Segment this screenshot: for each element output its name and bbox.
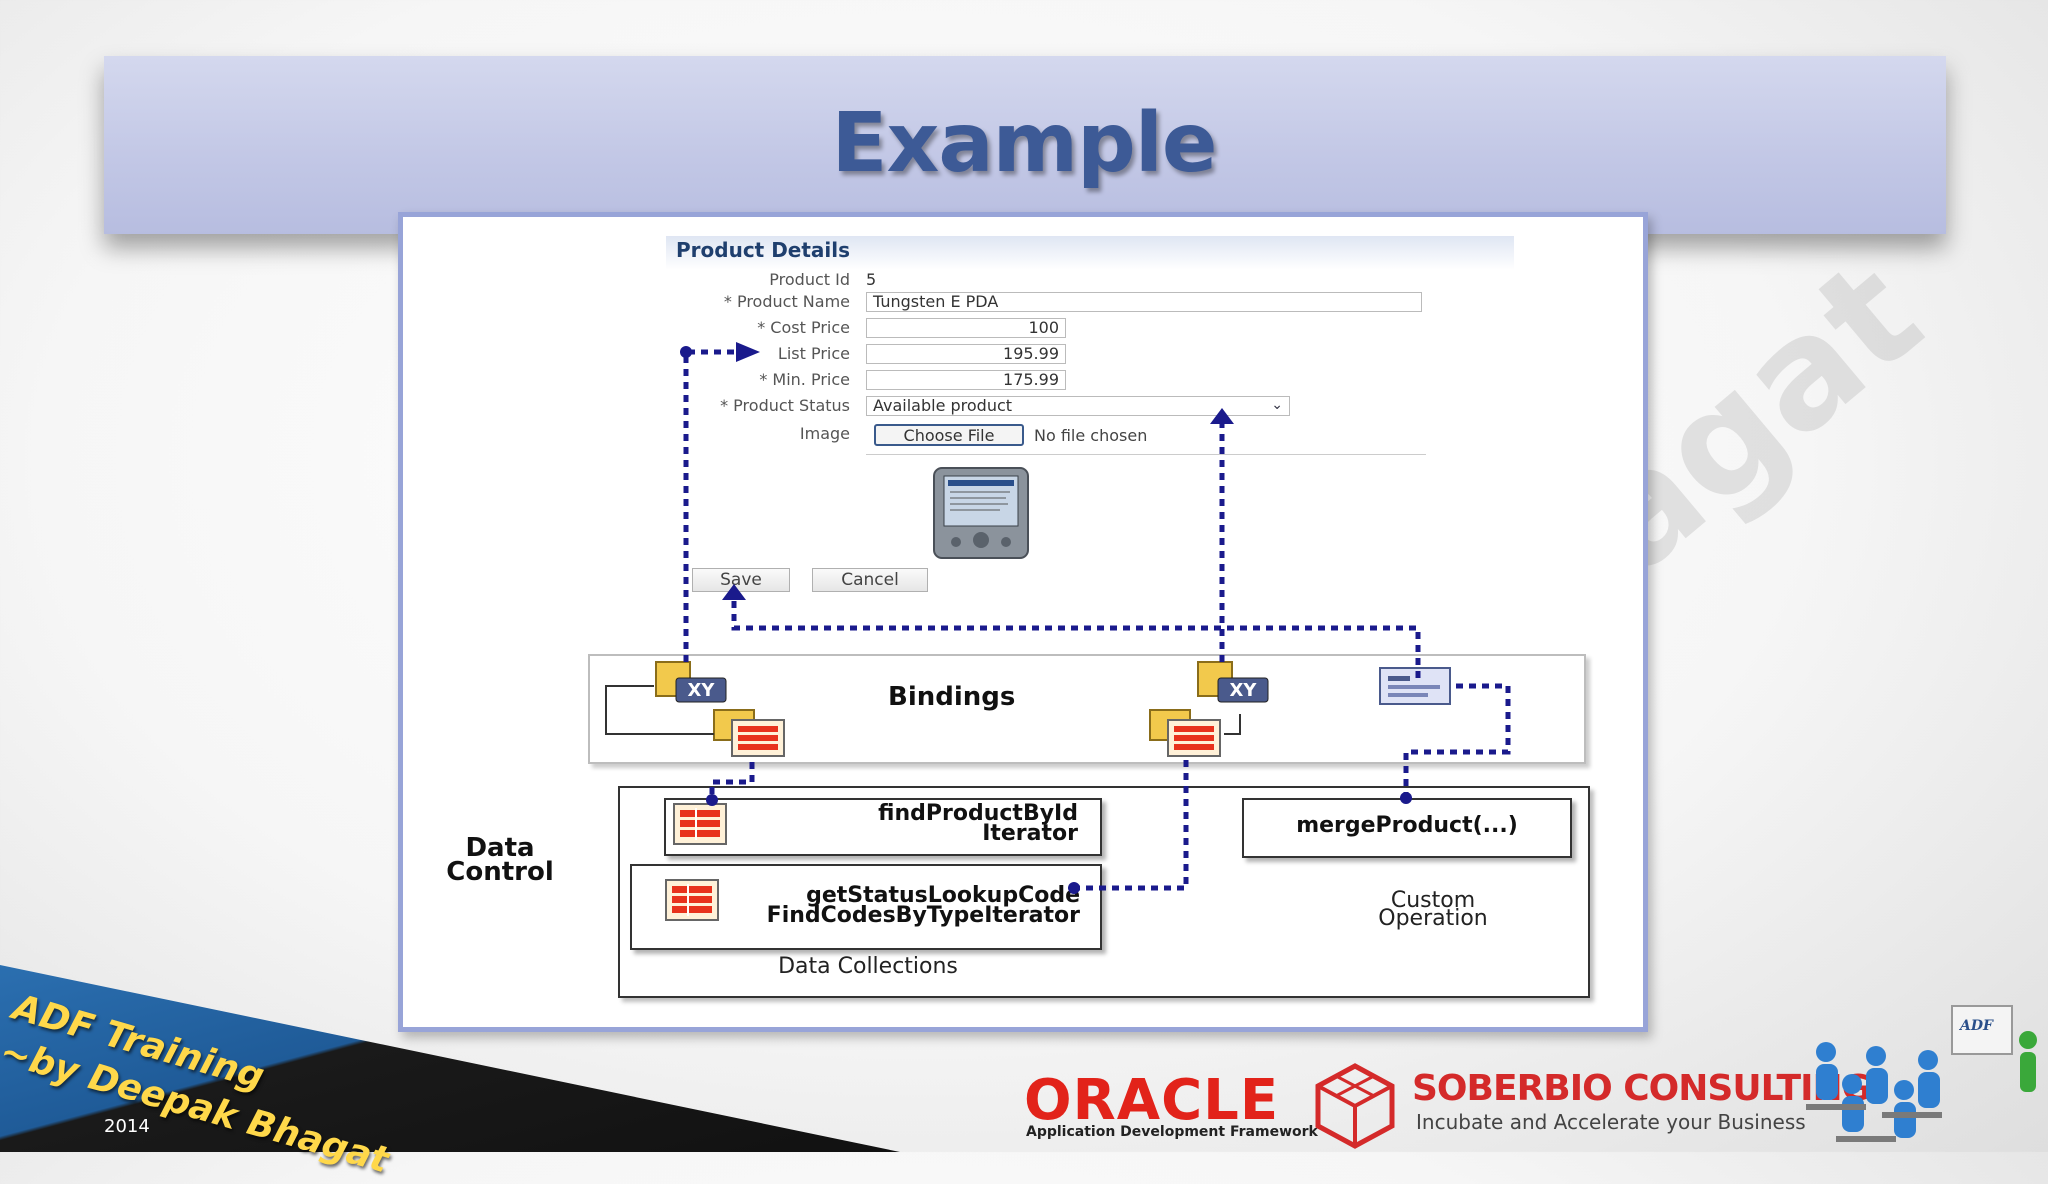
cost-price-field[interactable]: 100	[866, 318, 1066, 338]
pda-product-image	[930, 466, 1032, 560]
attribute-binding-icon: XY	[654, 658, 734, 706]
label-min-price: * Min. Price	[759, 370, 850, 389]
training-people-logo: ADF	[1796, 1000, 2046, 1150]
svg-text:ADF: ADF	[1958, 1018, 1994, 1034]
no-file-chosen-text: No file chosen	[1034, 426, 1147, 445]
method-binding-icon	[1378, 666, 1454, 708]
label-product-status: * Product Status	[720, 396, 850, 415]
year-label: 2014	[104, 1116, 150, 1137]
form-title: Product Details	[676, 238, 850, 262]
cancel-button[interactable]: Cancel	[812, 568, 928, 592]
svg-text:XY: XY	[1230, 680, 1258, 701]
label-product-id: Product Id	[769, 270, 850, 289]
choose-file-button[interactable]: Choose File	[874, 424, 1024, 446]
iterator-binding-icon	[712, 708, 788, 758]
table-icon	[664, 878, 720, 922]
value-product-id: 5	[866, 270, 876, 289]
find-product-iterator-label: findProductById Iterator	[760, 804, 1078, 844]
save-button[interactable]: Save	[692, 568, 790, 592]
data-collections-label: Data Collections	[740, 958, 996, 976]
iterator-binding-icon	[1148, 708, 1224, 758]
product-status-value: Available product	[873, 396, 1012, 415]
label-product-name: * Product Name	[724, 292, 850, 311]
table-icon	[672, 802, 728, 846]
chevron-down-icon: ⌄	[1271, 396, 1283, 414]
status-lookup-iterator-label: getStatusLookupCode FindCodesByTypeItera…	[720, 886, 1080, 926]
company-tagline: Incubate and Accelerate your Business	[1416, 1110, 1806, 1134]
list-price-field[interactable]: 195.99	[866, 344, 1066, 364]
label-image: Image	[800, 424, 850, 443]
merge-product-label: mergeProduct(...)	[1262, 816, 1552, 836]
soberbio-cube-icon	[1312, 1062, 1398, 1150]
slide-title: Example	[0, 96, 2048, 191]
oracle-subtitle: Application Development Framework	[1026, 1124, 1318, 1140]
form-divider	[866, 454, 1426, 455]
bindings-label: Bindings	[888, 682, 1015, 712]
svg-text:XY: XY	[688, 680, 716, 701]
attribute-binding-icon: XY	[1196, 658, 1276, 706]
data-control-label: Data Control	[420, 836, 580, 884]
product-status-select[interactable]: Available product ⌄	[866, 396, 1290, 416]
label-cost-price: * Cost Price	[757, 318, 850, 337]
label-list-price: List Price	[778, 344, 850, 363]
custom-operation-label: Custom Operation	[1326, 892, 1540, 928]
min-price-field[interactable]: 175.99	[866, 370, 1066, 390]
product-name-field[interactable]: Tungsten E PDA	[866, 292, 1422, 312]
